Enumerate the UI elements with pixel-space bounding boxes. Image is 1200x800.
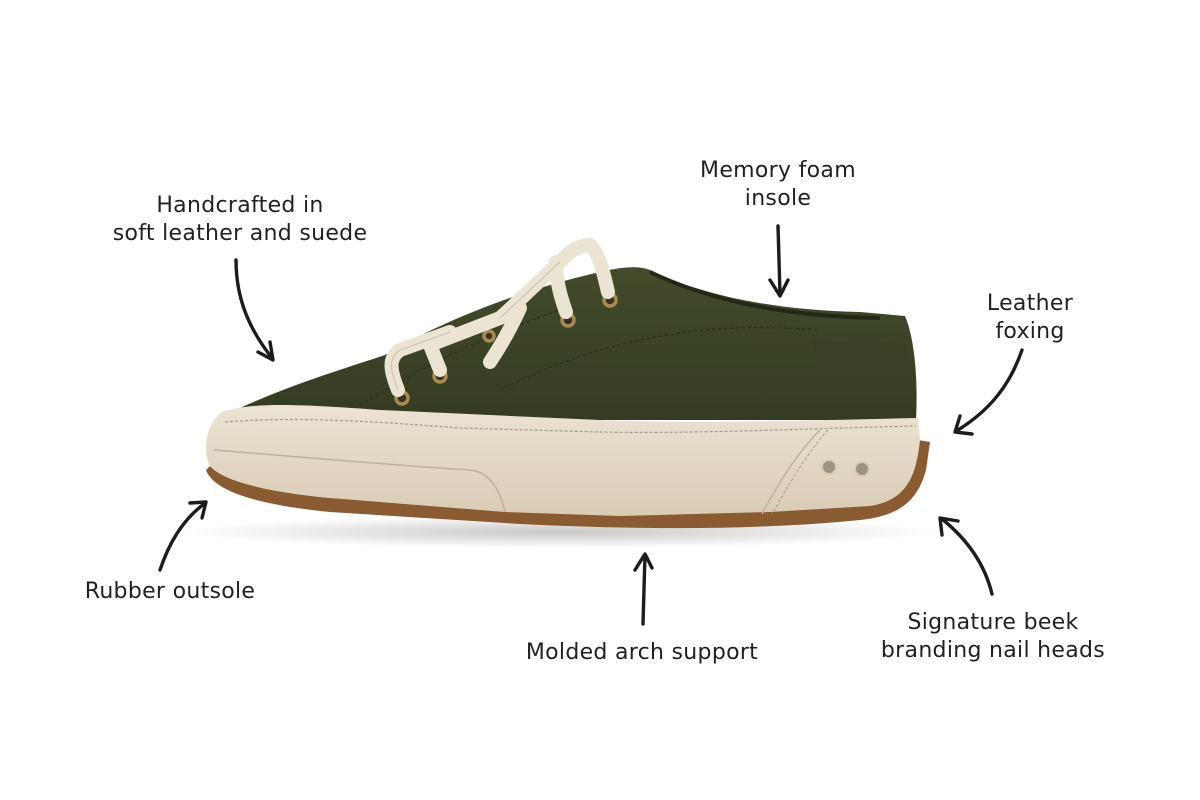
arrow-up-icon [633,552,654,626]
callout-arch-support-line-1: Molded arch support [525,640,759,665]
callout-rubber-outsole: Rubber outsole [70,578,270,606]
callout-nail-heads: Signature beek branding nail heads [868,609,1118,665]
arrow-down-icon [768,224,790,298]
callout-handcrafted-line-2: soft leather and suede [112,221,368,246]
curved-arrow-down-left-icon [953,348,1024,436]
callout-handcrafted-line-1: Handcrafted in [156,193,324,218]
callout-rubber-outsole-line-1: Rubber outsole [84,579,256,604]
curved-arrow-up-left-icon [938,516,994,596]
callout-nail-heads-line-2: branding nail heads [880,638,1106,663]
callout-arch-support: Molded arch support [510,639,774,667]
leather-foxing [206,405,920,516]
curved-arrow-down-icon [234,258,275,362]
callout-leather-foxing-line-1: Leather [986,291,1074,316]
outsole [206,440,930,529]
callout-memory-foam: Memory foam insole [688,157,868,213]
callout-nail-heads-line-1: Signature beek [907,610,1079,635]
callout-handcrafted: Handcrafted in soft leather and suede [100,192,380,248]
callout-memory-foam-line-1: Memory foam [700,158,856,183]
callout-leather-foxing-line-2: foxing [995,319,1065,344]
curved-arrow-up-right-icon [158,500,208,572]
nail-head-2 [854,461,870,477]
callout-leather-foxing: Leather foxing [970,290,1090,346]
nail-head-1 [821,459,837,475]
callout-memory-foam-line-2: insole [744,186,812,211]
